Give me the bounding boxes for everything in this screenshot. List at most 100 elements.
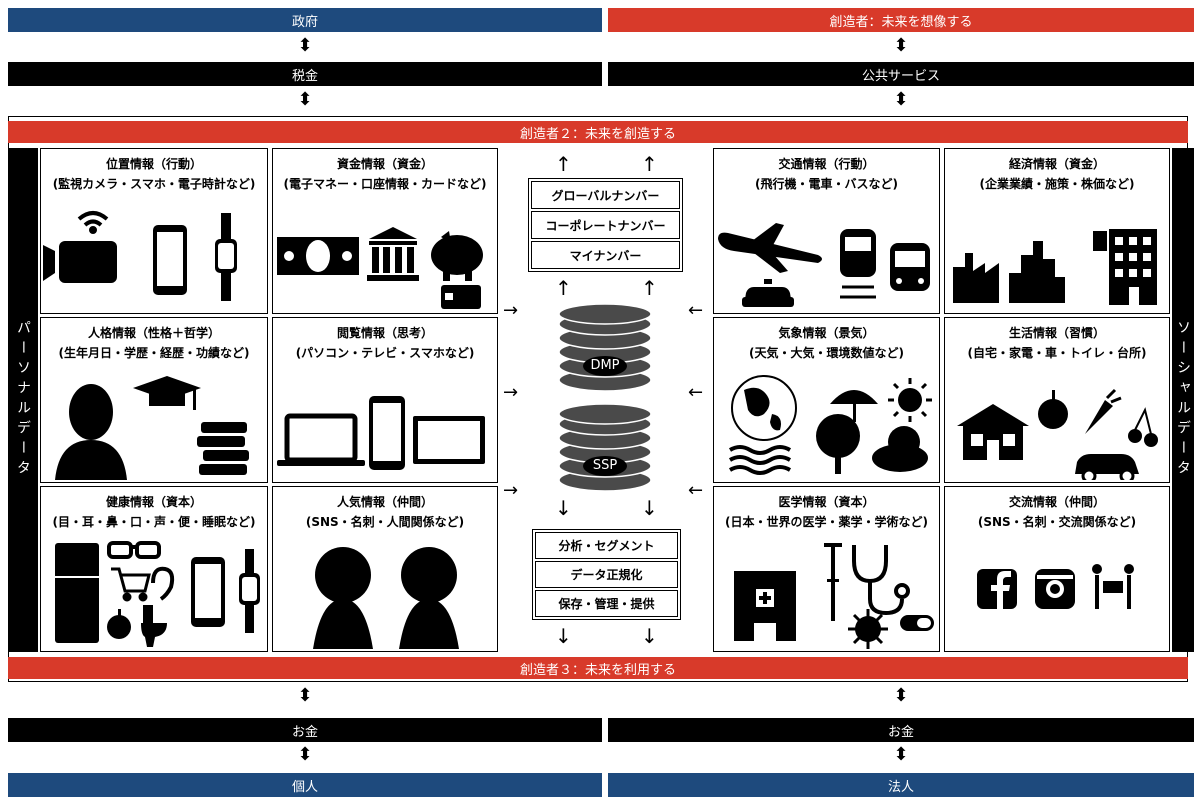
up-arrow-icon: ↑ xyxy=(555,276,572,300)
personal-data-label: パーソナルデータ xyxy=(8,148,38,652)
instagram-icon xyxy=(1035,569,1075,609)
wifi-icon xyxy=(77,211,109,234)
wristwatch-icon xyxy=(239,549,260,633)
up-arrow-icon: ↑ xyxy=(641,276,658,300)
smartphone-icon xyxy=(153,225,187,295)
bus-icon xyxy=(890,243,930,291)
my-number-box: マイナンバー xyxy=(531,241,680,269)
analysis-segment-box: 分析・セグメント xyxy=(535,532,678,559)
economy-info-box: 経済情報（資金） (企業業績・施策・株価など) xyxy=(944,148,1170,314)
facebook-icon xyxy=(977,569,1017,609)
box-subtitle: (飛行機・電車・バスなど) xyxy=(755,177,898,191)
left-arrow-icon: ← xyxy=(688,300,704,321)
double-arrow-icon: ⬍ xyxy=(297,744,313,765)
cloud-icon xyxy=(872,426,928,472)
globe-icon xyxy=(731,375,797,441)
box-subtitle: (SNS・名刺・交流関係など) xyxy=(977,515,1137,529)
funds-info-box: 資金情報（資金） (電子マネー・口座情報・カードなど) xyxy=(272,148,498,314)
corporation-footer: 法人 xyxy=(608,773,1194,797)
crutch-icon xyxy=(824,543,842,621)
cherries-icon xyxy=(1128,407,1158,447)
box-title: 人格情報（性格＋哲学） xyxy=(87,326,220,340)
left-arrow-icon: ← xyxy=(688,480,704,501)
id-number-group-frame xyxy=(528,178,683,272)
down-arrow-icon: ↓ xyxy=(555,496,572,520)
tv-icon xyxy=(413,416,485,464)
data-normalization-box: データ正規化 xyxy=(535,561,678,588)
money-bar-left: お金 xyxy=(8,718,602,742)
global-number-box: グローバルナンバー xyxy=(531,181,680,209)
government-header: 政府 xyxy=(8,8,602,32)
fridge-icon xyxy=(55,543,99,643)
tree-icon xyxy=(816,414,860,474)
box-subtitle: (SNS・名刺・人間関係など) xyxy=(305,515,465,529)
weather-info-box: 気象情報（景気） (天気・大気・環境数値など) xyxy=(713,317,940,483)
ear-icon xyxy=(151,566,175,601)
airplane-icon xyxy=(718,223,822,273)
business-card-exchange-icon xyxy=(1092,564,1134,609)
left-arrow-icon: ← xyxy=(688,382,704,403)
box-title: 交流情報（仲間） xyxy=(1008,495,1105,509)
box-subtitle: (日本・世界の医学・薬学・学術など) xyxy=(725,515,928,529)
dmp-database-icon xyxy=(558,303,652,392)
box-title: 資金情報（資金） xyxy=(336,157,433,171)
office-building-icon xyxy=(1093,229,1157,305)
box-title: 経済情報（資金） xyxy=(1008,157,1105,171)
double-arrow-icon: ⬍ xyxy=(893,685,909,706)
right-arrow-icon: → xyxy=(503,480,519,501)
books-icon xyxy=(197,422,249,475)
storage-management-box: 保存・管理・提供 xyxy=(535,590,678,617)
taxi-icon xyxy=(742,279,794,307)
box-title: 気象情報（景気） xyxy=(778,326,875,340)
bank-icon xyxy=(367,227,419,281)
car-icon xyxy=(1075,454,1139,482)
glasses-icon xyxy=(107,541,161,559)
smartphone-icon xyxy=(191,557,225,627)
process-group-frame xyxy=(532,529,681,620)
social-data-label: ソーシャルデータ xyxy=(1172,148,1194,652)
cart-icon xyxy=(111,567,151,602)
health-info-box: 健康情報（資本） (目・耳・鼻・口・声・便・睡眠など) xyxy=(40,486,268,652)
box-subtitle: (監視カメラ・スマホ・電子時計など) xyxy=(52,177,256,191)
creator1-header: 創造者：未来を想像する xyxy=(608,8,1194,32)
browsing-info-box: 閲覧情報（思考） (パソコン・テレビ・スマホなど) xyxy=(272,317,498,483)
apple-icon xyxy=(107,609,131,639)
location-info-box: 位置情報（行動） (監視カメラ・スマホ・電子時計など) xyxy=(40,148,268,314)
double-arrow-icon: ⬍ xyxy=(893,35,909,56)
down-arrow-icon: ↓ xyxy=(555,624,572,648)
box-subtitle: (天気・大気・環境数値など) xyxy=(749,346,904,360)
money-bar-right: お金 xyxy=(608,718,1194,742)
box-subtitle: (生年月日・学歴・経歴・功績など) xyxy=(58,346,250,360)
person-icon xyxy=(313,547,373,649)
waves-icon xyxy=(728,445,792,475)
box-title: 健康情報（資本） xyxy=(105,495,202,509)
up-arrow-icon: ↑ xyxy=(555,152,572,176)
factory-icon xyxy=(953,253,999,303)
ssp-database-icon xyxy=(558,403,652,492)
stethoscope-icon xyxy=(852,545,910,616)
down-arrow-icon: ↓ xyxy=(641,496,658,520)
train-icon xyxy=(840,229,876,299)
box-title: 交通情報（行動） xyxy=(778,157,875,171)
laptop-icon xyxy=(277,413,365,466)
tax-bar: 税金 xyxy=(8,62,602,86)
city-skyline-icon xyxy=(1009,241,1065,303)
box-title: 位置情報（行動） xyxy=(105,157,202,171)
personality-info-box: 人格情報（性格＋哲学） (生年月日・学歴・経歴・功績など) xyxy=(40,317,268,483)
hospital-icon xyxy=(734,571,796,641)
public-service-bar: 公共サービス xyxy=(608,62,1194,86)
box-title: 生活情報（習慣） xyxy=(1008,326,1105,340)
sun-icon xyxy=(888,378,932,422)
box-subtitle: (目・耳・鼻・口・声・便・睡眠など) xyxy=(52,515,256,529)
box-title: 医学情報（資本） xyxy=(778,495,875,509)
box-title: 人気情報（仲間） xyxy=(336,495,433,509)
ssp-label: SSP xyxy=(592,458,618,473)
traffic-info-box: 交通情報（行動） (飛行機・電車・バスなど) xyxy=(713,148,940,314)
piggy-bank-icon xyxy=(431,231,483,281)
life-info-box: 生活情報（習慣） (自宅・家電・車・トイレ・台所) xyxy=(944,317,1170,483)
corporate-number-box: コーポレートナンバー xyxy=(531,211,680,239)
down-arrow-icon: ↓ xyxy=(641,624,658,648)
box-subtitle: (自宅・家電・車・トイレ・台所) xyxy=(967,346,1147,360)
virus-icon xyxy=(848,609,888,649)
right-arrow-icon: → xyxy=(503,300,519,321)
